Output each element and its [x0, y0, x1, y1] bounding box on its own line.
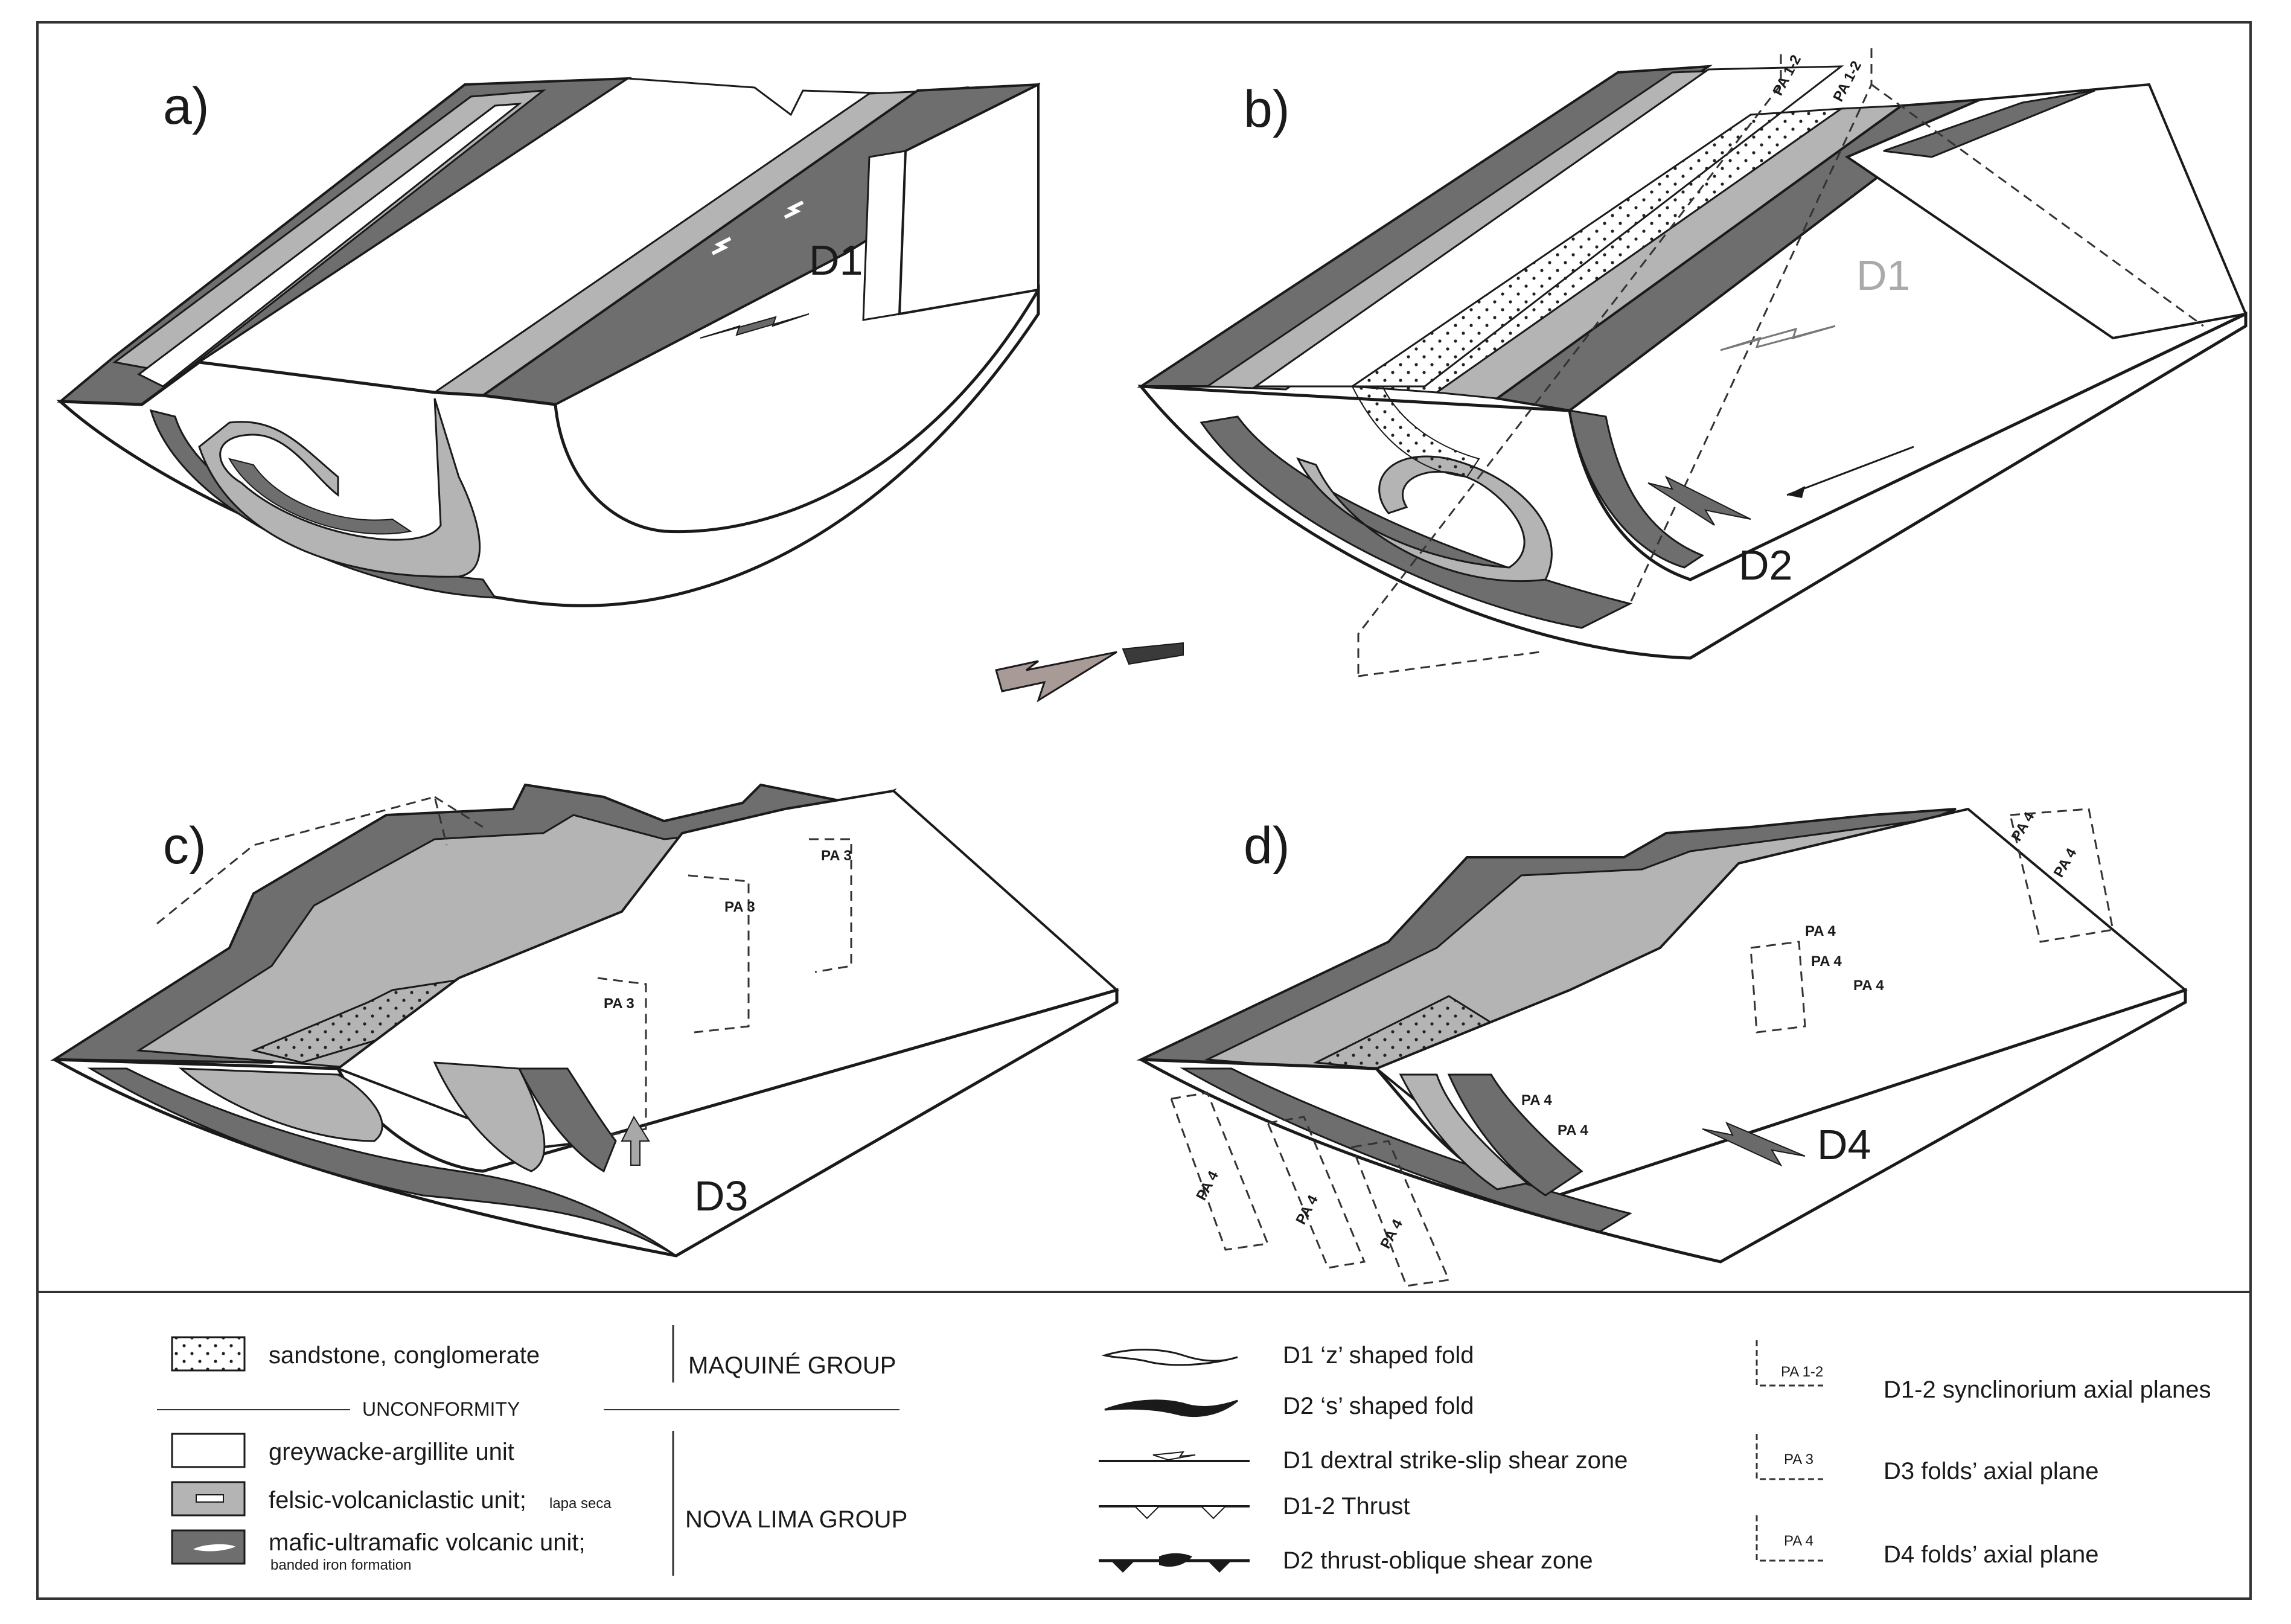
panel-b-ghost-arrow	[1720, 325, 1836, 351]
legend-d1-fold: D1 ‘z’ shaped fold	[1283, 1342, 1474, 1369]
legend-group-maquine: MAQUINÉ GROUP	[688, 1352, 896, 1379]
legend-felsic: felsic-volcaniclastic unit;	[269, 1487, 526, 1514]
panel-d: d) D4 PA 4 PA 4 PA 4 PA 4 PA 4 PA 4 PA 4…	[1136, 807, 2188, 1287]
panel-d-pa-label-6: PA 4	[1805, 923, 1836, 939]
panel-b-ghost-phase-label: D1	[1856, 252, 1910, 299]
panel-d-pa-label-10: PA 4	[2051, 845, 2080, 880]
panel-c-axial-plane-2	[688, 874, 750, 1034]
panel-a: a) D1	[56, 77, 1041, 607]
panel-d-pa-label-2: PA 4	[1292, 1192, 1321, 1227]
panel-c-pa-label-2: PA 3	[724, 899, 755, 915]
panel-b-axial-plane-1	[1357, 54, 1782, 676]
panel-d-pa-label-7: PA 4	[1811, 953, 1842, 970]
panel-c-phase-label: D3	[694, 1172, 748, 1220]
panel-d-d4-arrow	[1702, 1122, 1806, 1167]
legend-pa4-icon	[1756, 1515, 1823, 1562]
legend-d12-thrust: D1-2 Thrust	[1283, 1493, 1410, 1520]
panel-a-shear-arrow	[700, 313, 810, 339]
panel-d-pa-label-5: PA 4	[1558, 1122, 1588, 1139]
legend-pa3-code: PA 3	[1784, 1451, 1813, 1468]
panel-c-d3-arrow	[621, 1115, 650, 1166]
panel-d-axial-plane-4	[1749, 941, 1806, 1034]
legend-mafic-note: banded iron formation	[270, 1557, 411, 1573]
panel-c-front-section	[53, 988, 1119, 1258]
panel-c-pa-label-3: PA 3	[821, 848, 852, 864]
panel-b-label: b)	[1244, 80, 1289, 138]
panel-b-d2-arrow	[1647, 475, 1751, 526]
legend-pa4-code: PA 4	[1784, 1533, 1813, 1549]
legend-d1-fold-icon	[1101, 1349, 1238, 1366]
legend-pa3: D3 folds’ axial plane	[1884, 1458, 2099, 1485]
panel-b-pa-label-2: PA 1-2	[1830, 59, 1865, 104]
regional-arrow	[995, 642, 1184, 703]
legend-d2-fold-icon	[1104, 1399, 1238, 1418]
legend-d2-thrust-oblique: D2 thrust-oblique shear zone	[1283, 1547, 1593, 1574]
panel-a-phase-label: D1	[809, 237, 863, 284]
legend-group-nova-lima: NOVA LIMA GROUP	[685, 1506, 907, 1533]
panel-c: c) D3 PA 3 PA 3 PA 3	[50, 783, 1119, 1258]
panel-c-axial-plane-3	[809, 838, 852, 973]
panel-c-label: c)	[163, 817, 206, 875]
legend-felsic-note: lapa seca	[549, 1495, 612, 1512]
panel-d-pa-label-4: PA 4	[1521, 1092, 1552, 1108]
legend-mafic: mafic-ultramafic volcanic unit;	[269, 1529, 586, 1556]
legend-pa12-icon	[1756, 1340, 1823, 1387]
panel-d-pa-label-8: PA 4	[1853, 977, 1884, 994]
panel-d-axial-plane-3	[1350, 1140, 1451, 1287]
panel-c-pa-label-1: PA 3	[604, 996, 634, 1012]
north-arrow-icon	[1122, 642, 1184, 665]
panel-b-phase-label: D2	[1739, 542, 1792, 589]
legend-unconformity: UNCONFORMITY	[362, 1398, 520, 1420]
legend-pa12: D1-2 synclinorium axial planes	[1884, 1376, 2211, 1403]
panel-a-label: a)	[163, 77, 209, 135]
panel-d-axial-plane-5	[2009, 808, 2114, 943]
legend-pa4: D4 folds’ axial plane	[1884, 1541, 2099, 1568]
legend-sandstone: sandstone, conglomerate	[269, 1342, 540, 1369]
legend: sandstone, conglomerate MAQUINÉ GROUP UN…	[36, 1291, 2252, 1576]
panel-b: b) D2 D1 PA 1-2 PA 1-2	[1137, 48, 2248, 677]
panel-d-phase-label: D4	[1817, 1121, 1871, 1168]
legend-d1-shear: D1 dextral strike-slip shear zone	[1283, 1447, 1628, 1474]
panel-d-axial-plane-1	[1169, 1092, 1270, 1251]
panel-d-axial-plane-2	[1266, 1116, 1366, 1269]
legend-d2-fold: D2 ‘s’ shaped fold	[1283, 1393, 1474, 1419]
figure-frame	[36, 21, 2252, 1600]
legend-pa12-code: PA 1-2	[1781, 1364, 1823, 1380]
panel-d-label: d)	[1244, 817, 1289, 875]
legend-swatch-greywacke	[171, 1433, 246, 1468]
legend-pa3-icon	[1756, 1434, 1823, 1480]
regional-compression-arrow	[995, 651, 1117, 703]
legend-swatch-sandstone	[171, 1336, 246, 1372]
legend-greywacke: greywacke-argillite unit	[269, 1439, 514, 1465]
